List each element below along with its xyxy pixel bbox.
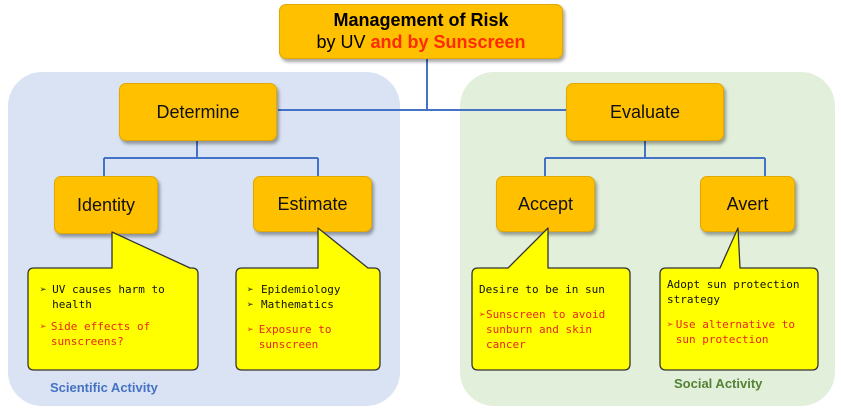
connector-evaluate-children <box>544 139 766 176</box>
estimate-item-2-text: Mathematics <box>261 298 334 311</box>
scientific-activity-label: Scientific Activity <box>50 380 158 395</box>
estimate-item-1: ➢ Epidemiology <box>247 282 375 297</box>
identity-item-2-text: Side effects of sunscreens? <box>50 320 151 348</box>
bullet-arrow-icon: ➢ <box>479 308 486 321</box>
bullet-arrow-icon: ➢ <box>247 283 254 296</box>
estimate-item-3: ➢ Exposure to sunscreen <box>247 322 375 352</box>
avert-box: Avert <box>700 176 795 232</box>
evaluate-box: Evaluate <box>566 83 724 141</box>
bullet-arrow-icon: ➢ <box>667 318 674 331</box>
accept-item-1-text: Sunscreen to avoid sunburn and skin canc… <box>486 308 606 351</box>
estimate-item-1-text: Epidemiology <box>261 283 341 296</box>
avert-item-1-text: Use alternative to sun protection <box>675 318 796 346</box>
avert-callout-text: Adopt sun protection strategy ➢Use alter… <box>667 277 813 354</box>
identity-item-2: ➢Side effects of sunscreens? <box>40 319 190 349</box>
estimate-box: Estimate <box>253 176 372 232</box>
social-activity-label: Social Activity <box>674 376 763 391</box>
identity-callout-shape <box>27 231 199 371</box>
accept-item-1: ➢Sunscreen to avoid sunburn and skin can… <box>479 307 625 352</box>
title-subtitle-plain: by UV <box>316 31 371 52</box>
estimate-callout-shape <box>235 227 381 371</box>
title-box: Management of Risk by UV and by Sunscree… <box>279 4 563 59</box>
identity-box: Identity <box>54 176 158 234</box>
connector-title-to-branches <box>278 57 566 111</box>
title-subtitle-highlight: and by Sunscreen <box>370 31 526 52</box>
accept-callout-text: Desire to be in sun ➢Sunscreen to avoid … <box>479 282 625 359</box>
connector-determine-children <box>103 139 319 176</box>
avert-callout-shape <box>659 227 819 371</box>
accept-box: Accept <box>496 176 595 232</box>
accept-line: Desire to be in sun <box>479 283 605 296</box>
avert-line: Adopt sun protection strategy <box>667 278 800 306</box>
estimate-item-2: ➢ Mathematics <box>247 297 375 312</box>
identity-item-1: ➢ UV causes harm to health <box>40 282 190 312</box>
identity-item-1-text: UV causes harm to health <box>52 283 165 311</box>
title-subtitle: by UV and by Sunscreen <box>316 32 525 54</box>
identity-callout-text: ➢UV causes harm to health ➢Side effects … <box>40 282 190 356</box>
determine-box: Determine <box>119 83 277 141</box>
accept-callout-shape <box>471 227 631 371</box>
bullet-arrow-icon: ➢ <box>40 283 47 296</box>
bullet-arrow-icon: ➢ <box>247 298 254 311</box>
bullet-arrow-icon: ➢ <box>247 323 254 336</box>
estimate-item-3-text: Exposure to sunscreen <box>258 323 332 351</box>
title-main: Management of Risk <box>333 9 509 30</box>
bullet-arrow-icon: ➢ <box>40 320 47 333</box>
avert-item-1: ➢Use alternative to sun protection <box>667 317 813 347</box>
estimate-callout-text: ➢ Epidemiology ➢ Mathematics ➢ Exposure to … <box>247 282 375 359</box>
